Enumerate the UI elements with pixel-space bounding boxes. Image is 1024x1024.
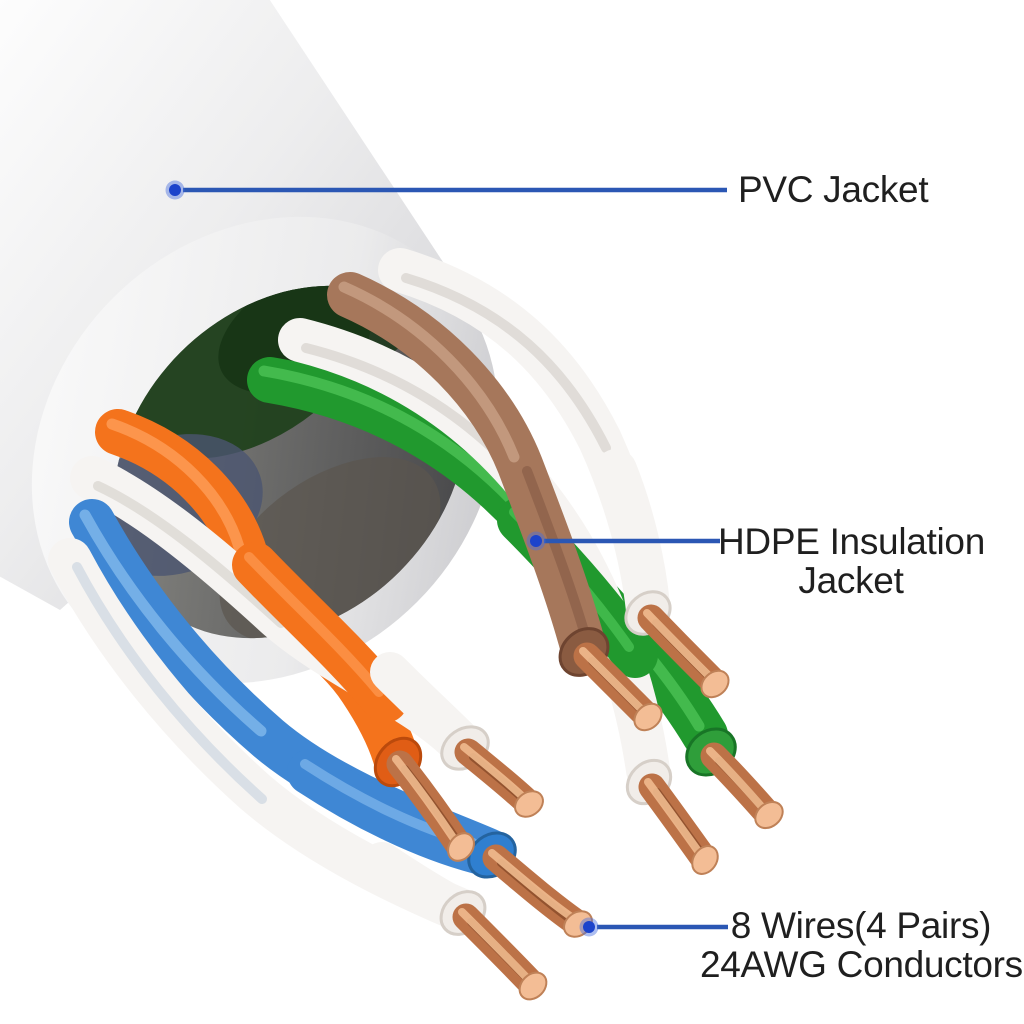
callout-hdpe-insulation bbox=[526, 531, 720, 551]
label-8-wires-24awg-conductors: 8 Wires(4 Pairs) 24AWG Conductors bbox=[700, 905, 1023, 985]
copper-conductors bbox=[386, 604, 784, 1001]
label-hdpe-insulation-jacket: HDPE Insulation Jacket bbox=[718, 521, 985, 601]
label-wires-line2: 24AWG Conductors bbox=[700, 944, 1023, 985]
conductor-white-orange bbox=[454, 738, 544, 818]
label-hdpe-line1: HDPE Insulation bbox=[718, 521, 985, 562]
callouts bbox=[165, 180, 728, 937]
callout-dot-core bbox=[169, 184, 181, 196]
callout-dot-core bbox=[583, 921, 595, 933]
label-pvc-jacket: PVC Jacket bbox=[738, 169, 929, 210]
conductor-white-brown bbox=[637, 604, 730, 699]
callout-dot-core bbox=[530, 535, 542, 547]
twisted-pair-blue bbox=[48, 499, 513, 932]
conductor-orange bbox=[386, 750, 475, 862]
callout-pvc-jacket bbox=[165, 180, 727, 200]
label-pvc-jacket-line1: PVC Jacket bbox=[738, 169, 929, 210]
label-hdpe-line2: Jacket bbox=[798, 560, 904, 601]
conductor-green bbox=[700, 742, 784, 830]
callout-conductors bbox=[579, 917, 728, 937]
conductor-brown bbox=[573, 642, 663, 732]
conductor-white-green bbox=[638, 773, 719, 875]
label-wires-line1: 8 Wires(4 Pairs) bbox=[730, 905, 992, 946]
conductor-white-blue bbox=[452, 903, 548, 1001]
